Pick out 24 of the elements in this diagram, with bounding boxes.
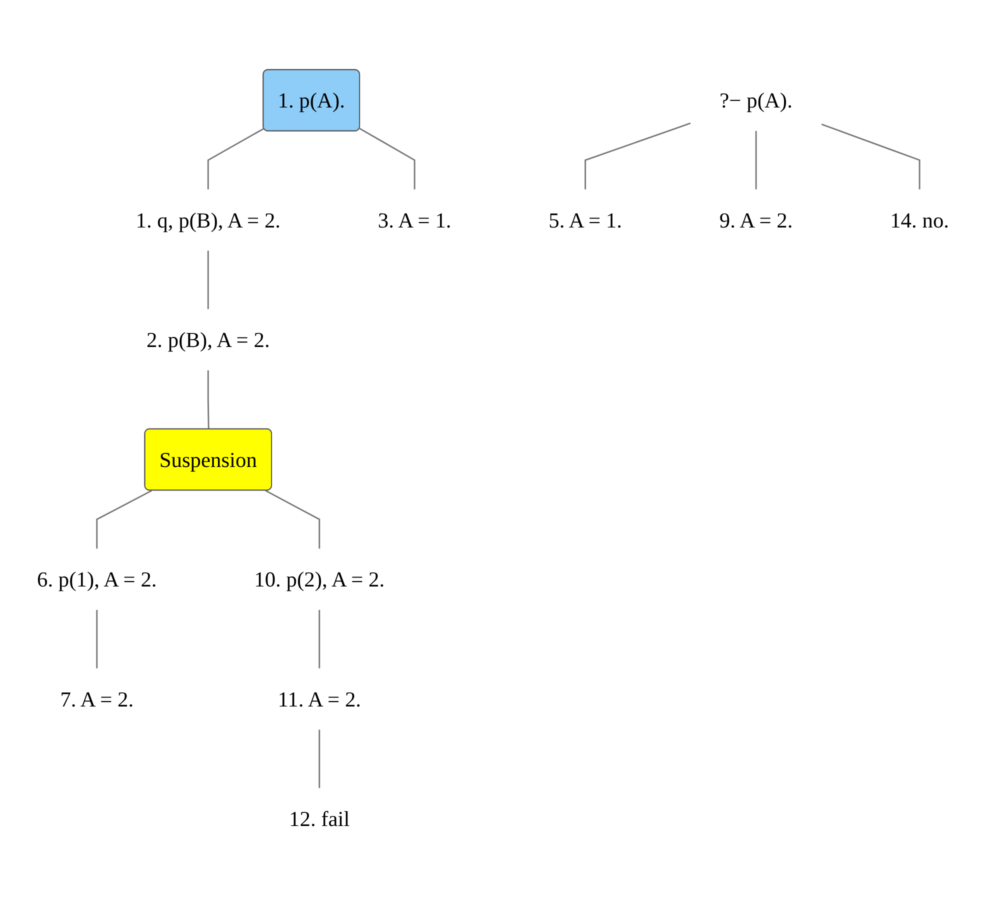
- connector: [265, 490, 320, 549]
- connector: [207, 128, 264, 190]
- connector: [821, 124, 920, 190]
- connector: [96, 490, 152, 549]
- connector: [207, 370, 210, 430]
- node-text: 6. p(1), A = 2.: [36, 567, 157, 592]
- connector: [318, 730, 320, 788]
- node-text: 7. A = 2.: [60, 686, 134, 712]
- node-text: ?− p(A).: [720, 88, 792, 112]
- node-text: 12. fail: [289, 806, 350, 831]
- node-text: 14. no.: [890, 208, 950, 232]
- connector: [96, 610, 98, 668]
- connector: [755, 130, 757, 190]
- node-text: 9. A = 2.: [719, 208, 793, 232]
- node-text: 3. A = 1.: [378, 208, 452, 232]
- connector: [359, 128, 416, 190]
- node-text: 2. p(B), A = 2.: [146, 328, 270, 352]
- node-text: 10. p(2), A = 2.: [254, 567, 385, 592]
- node-text: 11. A = 2.: [278, 686, 362, 712]
- connector: [318, 610, 320, 668]
- node-text: 5. A = 1.: [548, 208, 622, 232]
- connector: [584, 122, 691, 190]
- node-text: 1. q, p(B), A = 2.: [136, 208, 281, 232]
- connector: [207, 250, 209, 310]
